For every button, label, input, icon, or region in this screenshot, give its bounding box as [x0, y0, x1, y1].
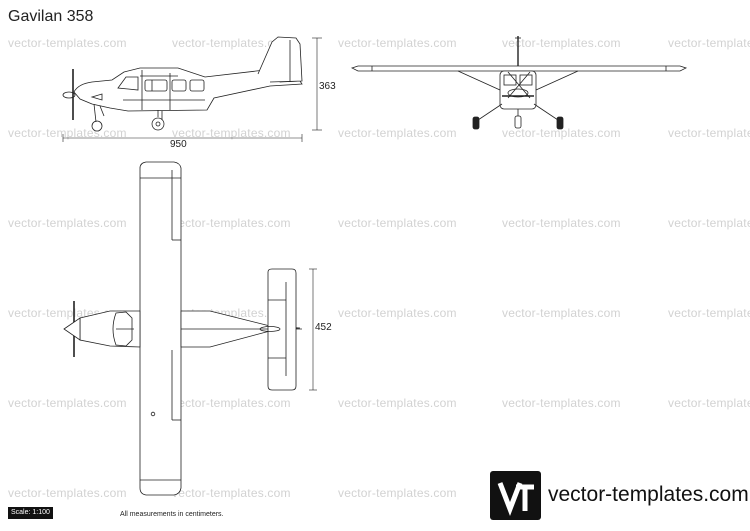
watermark-text: vector-templates.com: [172, 36, 291, 50]
watermark-text: vector-templates.com: [338, 126, 457, 140]
watermark-text: vector-templates.com: [8, 216, 127, 230]
watermark-text: vector-templates.com: [172, 396, 291, 410]
logo-text: vector-templates.com: [548, 483, 749, 506]
watermark-row: vector-templates.com vector-templates.com…: [0, 36, 750, 52]
watermark-text: vector-templates.com: [502, 216, 621, 230]
top-view: [63, 161, 317, 496]
watermark-row: vector-templates.com vector-templates.com…: [0, 396, 750, 412]
watermark-text: vector-templates.com: [338, 306, 457, 320]
length-dimension: 950: [170, 139, 187, 150]
page-title: Gavilan 358: [8, 8, 94, 25]
watermark-text: vector-templates.com: [8, 486, 127, 500]
watermark-row: vector-templates.com vector-templates.com…: [0, 126, 750, 142]
watermark-text: vector-templates.com: [668, 306, 750, 320]
watermark-text: vector-templates.com: [8, 396, 127, 410]
scale-badge: Scale: 1:100: [8, 507, 53, 519]
watermark-text: vector-templates.com: [668, 216, 750, 230]
watermark-text: vector-templates.com: [172, 126, 291, 140]
watermark-row: vector-templates.com vector-templates.com…: [0, 216, 750, 232]
watermark-text: vector-templates.com: [338, 216, 457, 230]
watermark-row: vector-templates.com vector-templates.com…: [0, 486, 750, 502]
side-view: [62, 36, 322, 142]
measurement-note: All measurements in centimeters.: [120, 511, 224, 518]
watermark-text: vector-templates.com: [668, 36, 750, 50]
watermark-text: vector-templates.com: [502, 36, 621, 50]
watermark-text: vector-templates.com: [172, 486, 291, 500]
watermark-text: vector-templates.com: [172, 216, 291, 230]
height-dimension: 363: [319, 81, 336, 92]
watermark-text: vector-templates.com: [8, 36, 127, 50]
watermark-text: vector-templates.com: [502, 126, 621, 140]
watermark-text: vector-templates.com: [338, 36, 457, 50]
watermark-text: vector-templates.com: [338, 396, 457, 410]
watermark-text: vector-templates.com: [502, 396, 621, 410]
watermark-text: vector-templates.com: [338, 486, 457, 500]
watermark-text: vector-templates.com: [668, 396, 750, 410]
vt-logo-icon: [490, 471, 541, 520]
watermark-text: vector-templates.com: [502, 306, 621, 320]
watermark-text: vector-templates.com: [668, 126, 750, 140]
watermark-text: vector-templates.com: [8, 126, 127, 140]
front-view: [350, 36, 688, 130]
span-dimension: 452: [315, 322, 332, 333]
